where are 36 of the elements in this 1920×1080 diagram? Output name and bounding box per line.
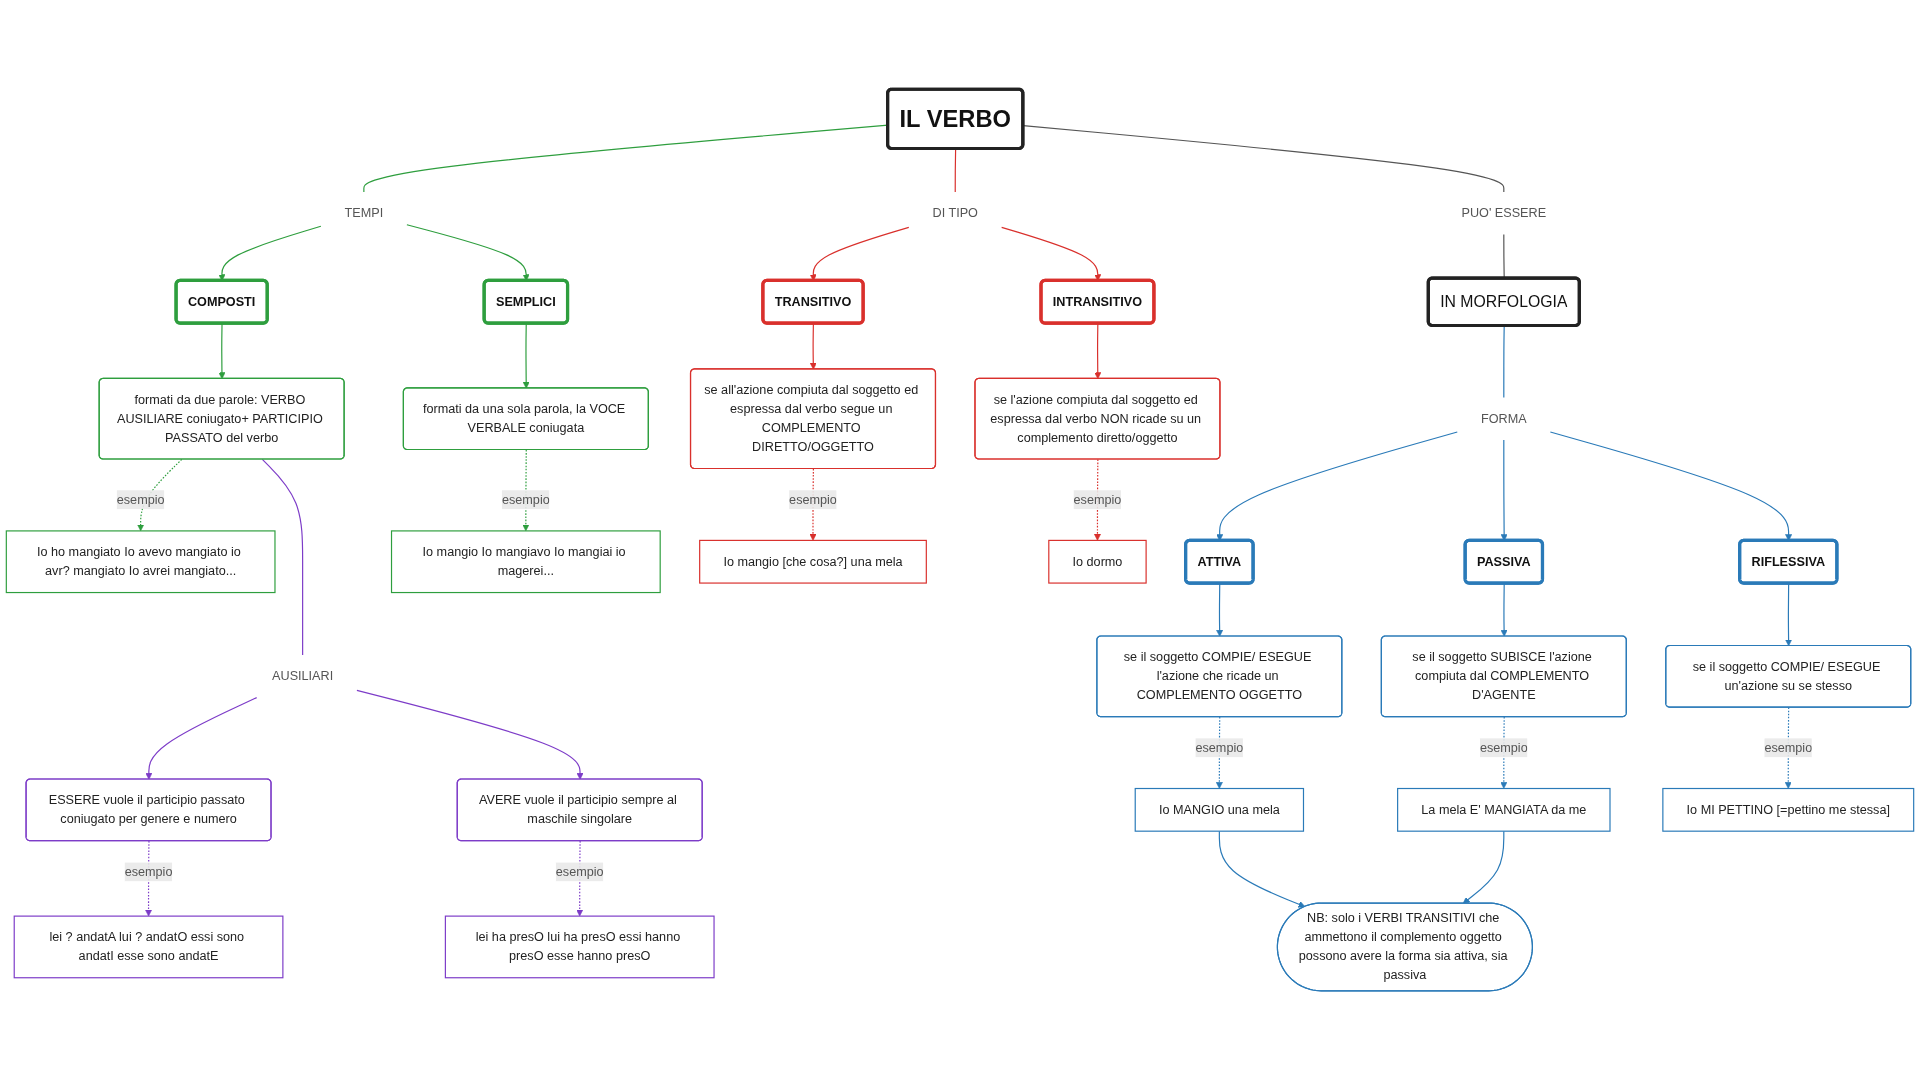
edge-label: esempio xyxy=(555,864,604,879)
connector xyxy=(261,458,304,656)
node-text: TEMPI xyxy=(344,206,384,220)
node-text: FORMA xyxy=(1480,411,1527,426)
node-text: PUO' ESSERE xyxy=(1461,206,1547,220)
node-box: lei ? andatA lui ? andatO essi sono andatI esse sono andatE xyxy=(13,915,284,979)
arrow xyxy=(356,689,584,780)
arrow xyxy=(1215,716,1223,789)
edge-label: esempio xyxy=(124,864,173,879)
connector xyxy=(954,148,957,193)
arrow xyxy=(522,449,530,532)
node-text: DI TIPO xyxy=(932,206,978,220)
arrow xyxy=(1462,830,1505,904)
arrow xyxy=(145,697,258,780)
node-box: La mela E' MANGIATA da me xyxy=(1397,787,1611,832)
edge-label: esempio xyxy=(1195,740,1244,755)
node-box: Io ho mangiato Io avevo mangiato io avr? mangiato Io avrei mangiato... xyxy=(5,530,276,594)
edge-label: esempio xyxy=(1479,740,1528,755)
edge-label: esempio xyxy=(501,492,550,507)
edge-label: esempio xyxy=(1764,740,1813,755)
arrow xyxy=(809,468,817,541)
node-text: AUSILIARI xyxy=(272,669,334,683)
edge-label: esempio xyxy=(1073,492,1122,507)
arrow xyxy=(576,840,584,917)
node-box: Io mangio [che cosa?] una mela xyxy=(699,539,927,584)
edge-label: esempio xyxy=(789,492,837,507)
arrow xyxy=(1500,716,1508,789)
node-box: Io MANGIO una mela xyxy=(1134,787,1305,832)
node-box: Io mangio Io mangiavo Io mangiai io magerei... xyxy=(390,530,661,594)
node-box: Io MI PETTINO [=pettino me stessa] xyxy=(1662,787,1915,832)
node-box: lei ha presO lui ha presO essi hanno presO esse hanno presO xyxy=(444,915,715,979)
node-box: Io dormo xyxy=(1048,539,1147,584)
arrow xyxy=(1218,830,1306,908)
edge-label: esempio xyxy=(116,492,165,507)
arrow xyxy=(145,840,153,917)
connector xyxy=(1503,325,1505,398)
